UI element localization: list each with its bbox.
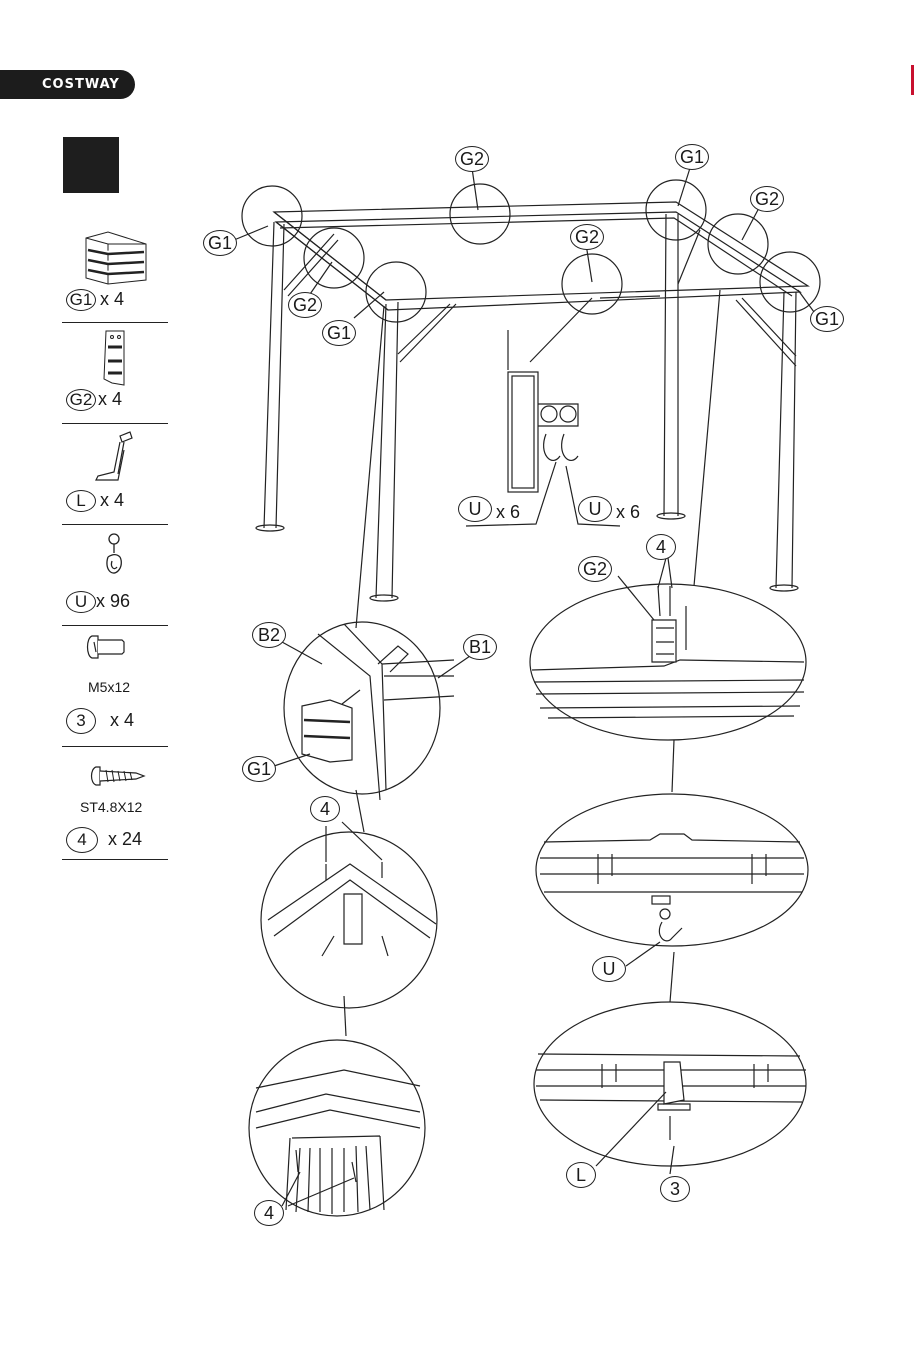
label-u-detail: U <box>592 956 626 982</box>
label-u-a-qty: x 6 <box>496 502 520 523</box>
hook-detail <box>466 296 660 526</box>
label-g1-front: G1 <box>322 320 356 346</box>
detail-corner-bracket <box>274 622 470 800</box>
detail-hook-install <box>536 794 808 966</box>
detail-corner-top <box>261 822 437 1008</box>
label-g1-right: G1 <box>810 306 844 332</box>
roof-frame <box>274 202 808 310</box>
label-g2-left: G2 <box>288 292 322 318</box>
detail-joint-plate <box>530 558 806 740</box>
label-u-b: U <box>578 496 612 522</box>
label-3-detail: 3 <box>660 1176 690 1202</box>
label-g2-right: G2 <box>750 186 784 212</box>
label-screw-4-a: 4 <box>310 796 340 822</box>
label-screw-4-b: 4 <box>646 534 676 560</box>
label-b1: B1 <box>463 634 497 660</box>
label-g2-mid: G2 <box>570 224 604 250</box>
detail-corner-bottom <box>249 1040 425 1216</box>
label-g1-detail: G1 <box>242 756 276 782</box>
label-screw-4-c: 4 <box>254 1200 284 1226</box>
label-l-detail: L <box>566 1162 596 1188</box>
label-b2: B2 <box>252 622 286 648</box>
label-u-b-qty: x 6 <box>616 502 640 523</box>
label-g1-left: G1 <box>203 230 237 256</box>
label-g2-detail: G2 <box>578 556 612 582</box>
label-g2-top: G2 <box>455 146 489 172</box>
label-g1-top: G1 <box>675 144 709 170</box>
detail-l-bracket <box>534 1002 806 1174</box>
label-u-a: U <box>458 496 492 522</box>
